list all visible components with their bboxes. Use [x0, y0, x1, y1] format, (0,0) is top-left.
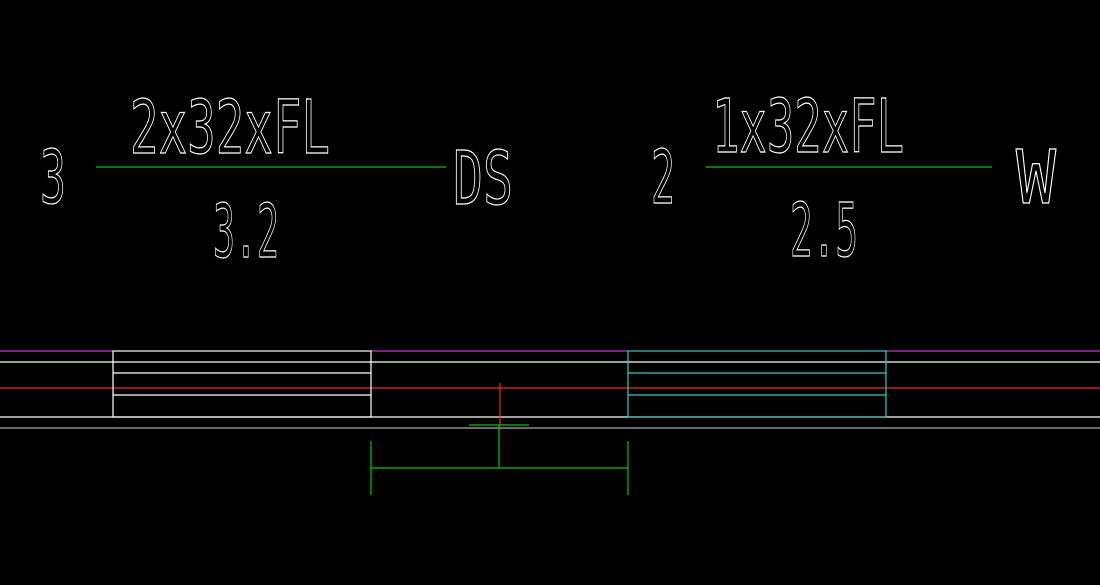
mounting-height-left: 3.2: [213, 189, 279, 275]
fixture-label-right: 2 1x32xFL 2.5 W: [650, 83, 1057, 274]
fixture-plan-right: [627, 350, 887, 418]
fixture-count-right: 2: [651, 135, 675, 221]
fixture-count-left: 3: [40, 135, 66, 221]
mounting-type-left: DS: [453, 136, 513, 222]
mounting-height-right: 2.5: [790, 188, 858, 274]
dimension-symbol: [370, 424, 629, 495]
fixture-spec-left: 2x32xFL: [130, 85, 330, 171]
fixture-spec-right: 1x32xFL: [712, 84, 904, 170]
fixture-label-left: 3 2x32xFL 3.2 DS: [39, 84, 513, 275]
fixture-plan-left: [112, 350, 372, 418]
mounting-type-right: W: [1016, 135, 1056, 221]
plan-strip: [0, 350, 1100, 429]
